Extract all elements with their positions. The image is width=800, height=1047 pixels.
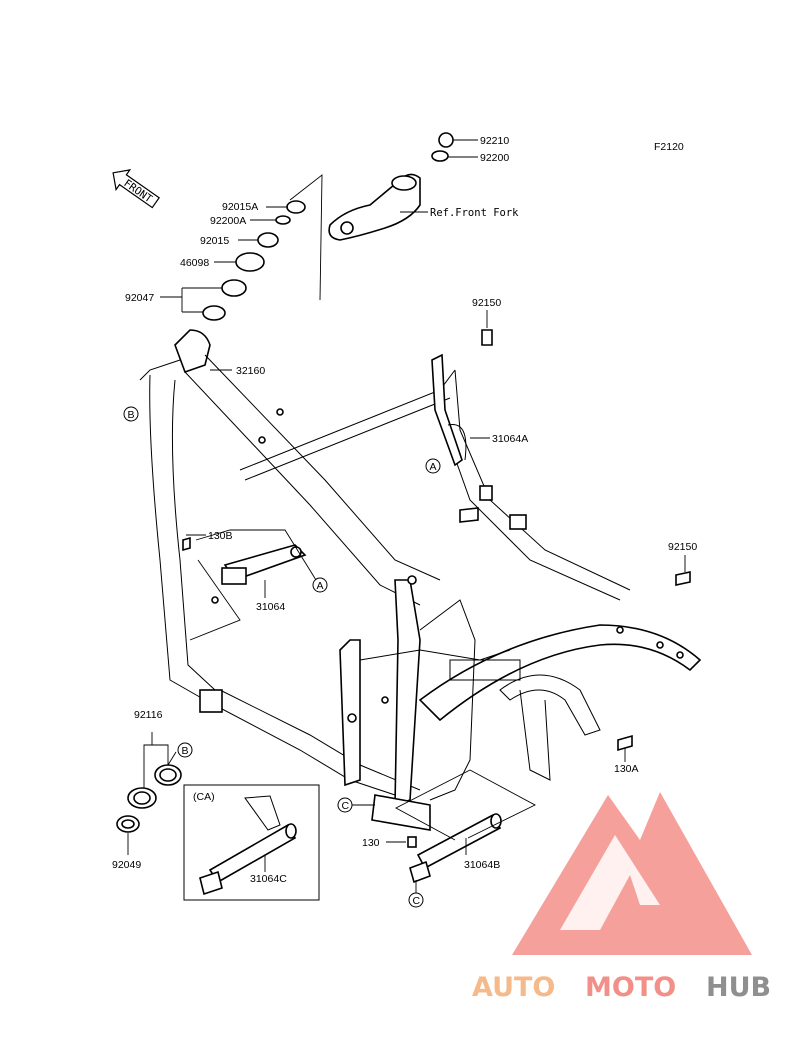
ref-front-fork: Ref.Front Fork	[430, 207, 519, 219]
part-92015: 92015	[200, 235, 229, 247]
part-130: 130	[362, 837, 380, 849]
svg-text:A: A	[430, 461, 437, 473]
part-31064C: 31064C	[250, 873, 287, 885]
automotohub-logo: AUTO MOTO HUB	[472, 792, 771, 1003]
bracket-31064A	[431, 353, 490, 467]
frame-drawing	[139, 329, 702, 831]
tube-31064B	[386, 769, 536, 884]
part-92015A: 92015A	[222, 201, 258, 213]
svg-text:C: C	[342, 800, 350, 812]
bolts-92150	[481, 310, 691, 762]
part-32160: 32160	[236, 365, 265, 377]
part-130B: 130B	[208, 530, 233, 542]
part-46098: 46098	[180, 257, 209, 269]
callout-a-left: A	[312, 577, 328, 593]
logo-moto: MOTO	[585, 972, 676, 1003]
logo-triangle-inner	[560, 835, 660, 930]
callout-b-bottom: B	[177, 742, 193, 758]
svg-text:C: C	[413, 895, 421, 907]
callout-c-bottom: C	[408, 892, 424, 908]
front-arrow-label: FRONT	[121, 177, 154, 205]
callout-c-center: C	[337, 797, 353, 813]
part-92210: 92210	[480, 135, 509, 147]
callout-a-right: A	[425, 458, 441, 474]
part-31064: 31064	[256, 601, 285, 613]
logo-hub: HUB	[706, 972, 771, 1003]
svg-text:B: B	[182, 745, 189, 757]
part-92047: 92047	[125, 292, 154, 304]
part-92049: 92049	[112, 859, 141, 871]
bracket-31064	[182, 529, 317, 641]
steering-head-parts	[160, 132, 478, 321]
part-92200A: 92200A	[210, 215, 246, 227]
part-31064A: 31064A	[492, 433, 528, 445]
part-92116: 92116	[134, 709, 163, 721]
part-31064B: 31064B	[464, 859, 500, 871]
part-92150-right: 92150	[668, 541, 697, 553]
part-92150-top: 92150	[472, 297, 501, 309]
ca-label: (CA)	[193, 791, 215, 803]
part-92200: 92200	[480, 152, 509, 164]
logo-auto: AUTO	[472, 972, 555, 1003]
svg-text:A: A	[317, 580, 324, 592]
part-130A: 130A	[614, 763, 639, 775]
callout-b-top: B	[123, 406, 139, 422]
front-arrow-icon: FRONT	[112, 169, 160, 209]
svg-text:B: B	[128, 409, 135, 421]
bearing-rings	[116, 732, 182, 855]
tube-31064C	[183, 784, 320, 901]
figure-code: F2120	[654, 141, 684, 153]
